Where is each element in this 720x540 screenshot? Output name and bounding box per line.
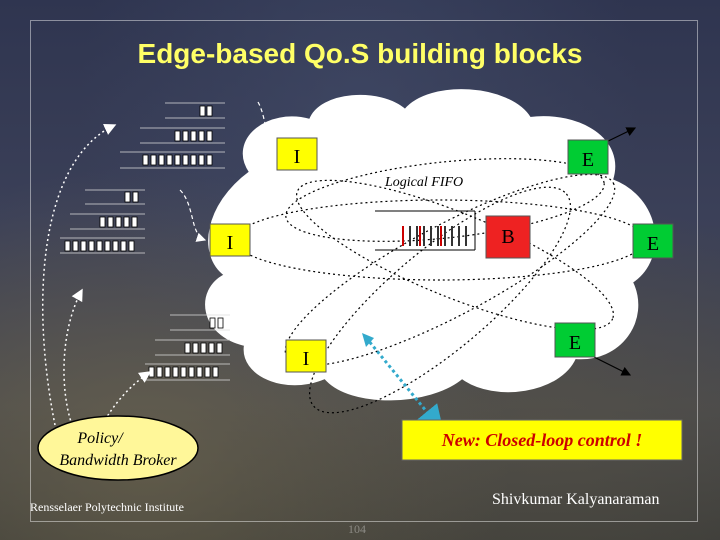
callout-text: New: Closed-loop control ! bbox=[441, 430, 643, 450]
core-bottleneck-node: B bbox=[486, 216, 530, 258]
bandwidth-broker: Policy/ Bandwidth Broker bbox=[38, 416, 198, 480]
cloud-label: Logical FIFO bbox=[384, 175, 463, 190]
svg-text:E: E bbox=[647, 233, 659, 255]
ingress-node-2: I bbox=[210, 224, 250, 256]
svg-text:I: I bbox=[294, 146, 301, 168]
footer-institution: Rensselaer Polytechnic Institute bbox=[30, 500, 184, 515]
svg-text:I: I bbox=[227, 232, 234, 254]
footer-author: Shivkumar Kalyanaraman bbox=[492, 491, 660, 509]
queue-group-1 bbox=[120, 103, 225, 168]
queue-group-2 bbox=[60, 190, 145, 253]
svg-text:I: I bbox=[303, 348, 310, 370]
svg-text:E: E bbox=[582, 149, 594, 171]
ingress-node-3: I bbox=[286, 340, 326, 372]
egress-node-1: E bbox=[568, 140, 608, 174]
closed-loop-callout: New: Closed-loop control ! bbox=[402, 420, 682, 460]
page-number: 104 bbox=[348, 522, 366, 537]
ingress-node-1: I bbox=[277, 138, 317, 170]
broker-label-line2: Bandwidth Broker bbox=[59, 452, 177, 469]
flow-queues bbox=[60, 103, 230, 380]
svg-text:B: B bbox=[501, 226, 514, 248]
egress-node-3: E bbox=[555, 323, 595, 357]
broker-label-line1: Policy/ bbox=[76, 430, 124, 447]
broker-control-links bbox=[43, 125, 150, 425]
egress-node-2: E bbox=[633, 224, 673, 258]
svg-text:E: E bbox=[569, 332, 581, 354]
